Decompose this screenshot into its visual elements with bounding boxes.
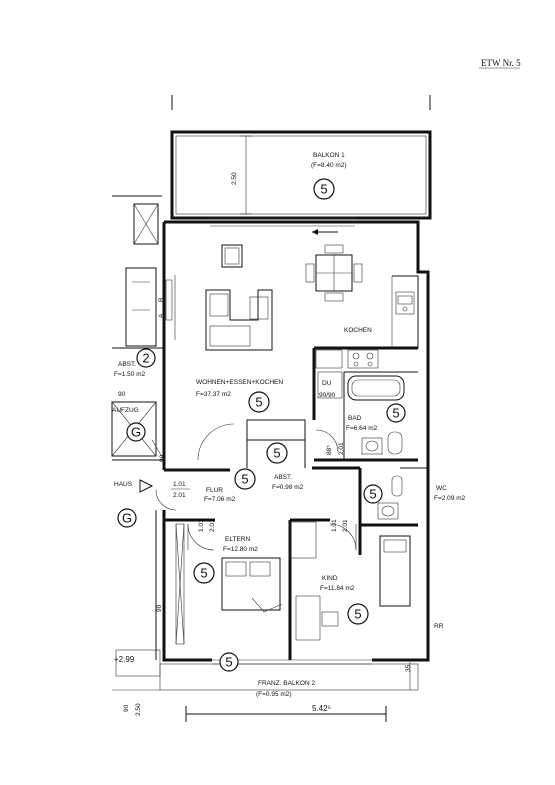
unit-number: 5 xyxy=(255,395,262,410)
wc-fixtures xyxy=(377,475,403,520)
unit-number: 5 xyxy=(369,487,376,502)
kitchen-label: KOCHEN xyxy=(344,327,372,334)
kitchen-counter xyxy=(315,275,419,369)
stairwell-circle xyxy=(117,508,137,528)
stair-label-b: B xyxy=(158,298,165,302)
bath-name: BAD xyxy=(348,415,362,422)
balcony-1-area: (F=8.40 m2) xyxy=(311,162,347,169)
side-dimension: 35 xyxy=(405,664,412,672)
bedroom-furniture xyxy=(175,521,317,645)
kids-door-width: 1.01 xyxy=(331,519,338,532)
unit-number-circle xyxy=(193,562,215,584)
unit-number-circle xyxy=(234,468,256,490)
wc-name: WC xyxy=(436,485,447,492)
unit-number-circle xyxy=(266,442,288,464)
stair-core xyxy=(111,195,166,691)
elevator-label: AUFZUG xyxy=(112,407,139,414)
bath-door-height: 2.01 xyxy=(338,442,345,455)
neighbor-storage-area: F=1.50 m2 xyxy=(114,371,146,378)
kids-room-area: F=11.84 m2 xyxy=(320,585,355,592)
hallway-area: F=7.06 m2 xyxy=(204,496,236,503)
bath-fixtures xyxy=(317,371,405,455)
rr-label: RR xyxy=(434,623,444,630)
bottom-left-dimension-bottom: 2.50 xyxy=(135,703,142,716)
bath-door-width: 88⁵ xyxy=(326,445,333,455)
shower-label: DU xyxy=(322,380,332,387)
left-wall-dimension: 90 xyxy=(156,604,163,612)
house-label: HAUS xyxy=(114,481,133,488)
unit-number-circle xyxy=(386,403,406,423)
neighbor-hinge-size: 90 xyxy=(118,391,126,398)
unit-number-circle xyxy=(248,391,270,413)
unit-number-circle xyxy=(363,484,383,504)
bath-area: F=6.64 m2 xyxy=(346,425,378,432)
entry-door-width: 1.01 xyxy=(173,481,186,488)
unit-number-circle xyxy=(219,652,239,672)
balcony-1: 2.50 BALKON 1 (F=8.40 m2) xyxy=(170,130,432,220)
bottom-dimension xyxy=(185,706,387,722)
unit-number: 5 xyxy=(241,472,248,487)
living-room-name: WOHNEN+ESSEN+KOCHEN xyxy=(196,379,283,386)
bottom-width-dimension: 5.42⁵ xyxy=(312,704,331,713)
french-balcony-name: FRANZ. BALKON 2 xyxy=(258,680,315,687)
kids-door-height: 2.01 xyxy=(342,519,349,532)
french-balcony xyxy=(159,662,419,691)
balcony-depth-dimension: 2.50 xyxy=(231,172,238,185)
stairwell-letter: G xyxy=(122,511,132,526)
french-balcony-area: (F=0.95 m2) xyxy=(256,691,292,698)
unit-number: 5 xyxy=(225,655,232,670)
unit-number-circle xyxy=(347,603,369,625)
neighbor-unit-circle xyxy=(136,348,156,368)
door-swings xyxy=(155,423,357,551)
shower-size: 90/90 xyxy=(319,392,336,399)
entry-arrow-icon xyxy=(139,479,154,493)
unit-number: 5 xyxy=(200,566,207,581)
unit-number: 5 xyxy=(354,607,361,622)
unit-number-circle xyxy=(313,178,335,200)
bottom-left-dimension-top: 90 xyxy=(123,704,130,712)
left-door-size: 90 xyxy=(159,454,166,462)
unit-header-label: ETW Nr. 5 xyxy=(481,58,521,68)
wc-area: F=2.09 m2 xyxy=(434,495,466,502)
bedroom-door-height: 2.01 xyxy=(209,519,216,532)
level-marker: +2.99 xyxy=(114,655,135,664)
storage-name: ABST. xyxy=(274,474,292,481)
bedroom-door-width: 1.01 xyxy=(198,519,205,532)
unit-number: 5 xyxy=(392,406,399,421)
living-furniture xyxy=(165,229,363,351)
kids-room-furniture xyxy=(295,535,411,641)
elevator-letter: G xyxy=(131,425,141,440)
elevator-circle xyxy=(126,422,146,442)
kids-room-name: KIND xyxy=(322,575,338,582)
neighbor-unit-number: 2 xyxy=(142,351,149,366)
parents-room-area: F=12.80 m2 xyxy=(223,546,258,553)
stair-label-a: A xyxy=(158,313,165,318)
hallway-name: FLUR xyxy=(206,487,223,494)
entry-door-height: 2.01 xyxy=(173,492,186,499)
unit-number: 5 xyxy=(320,182,327,197)
unit-number: 5 xyxy=(273,446,280,461)
parents-room-name: ELTERN xyxy=(225,536,250,543)
storage-area: F=0.98 m2 xyxy=(272,484,304,491)
living-room-area: F=37.37 m2 xyxy=(196,391,231,398)
balcony-1-name: BALKON 1 xyxy=(313,152,345,159)
neighbor-storage-name: ABST. xyxy=(118,361,136,368)
